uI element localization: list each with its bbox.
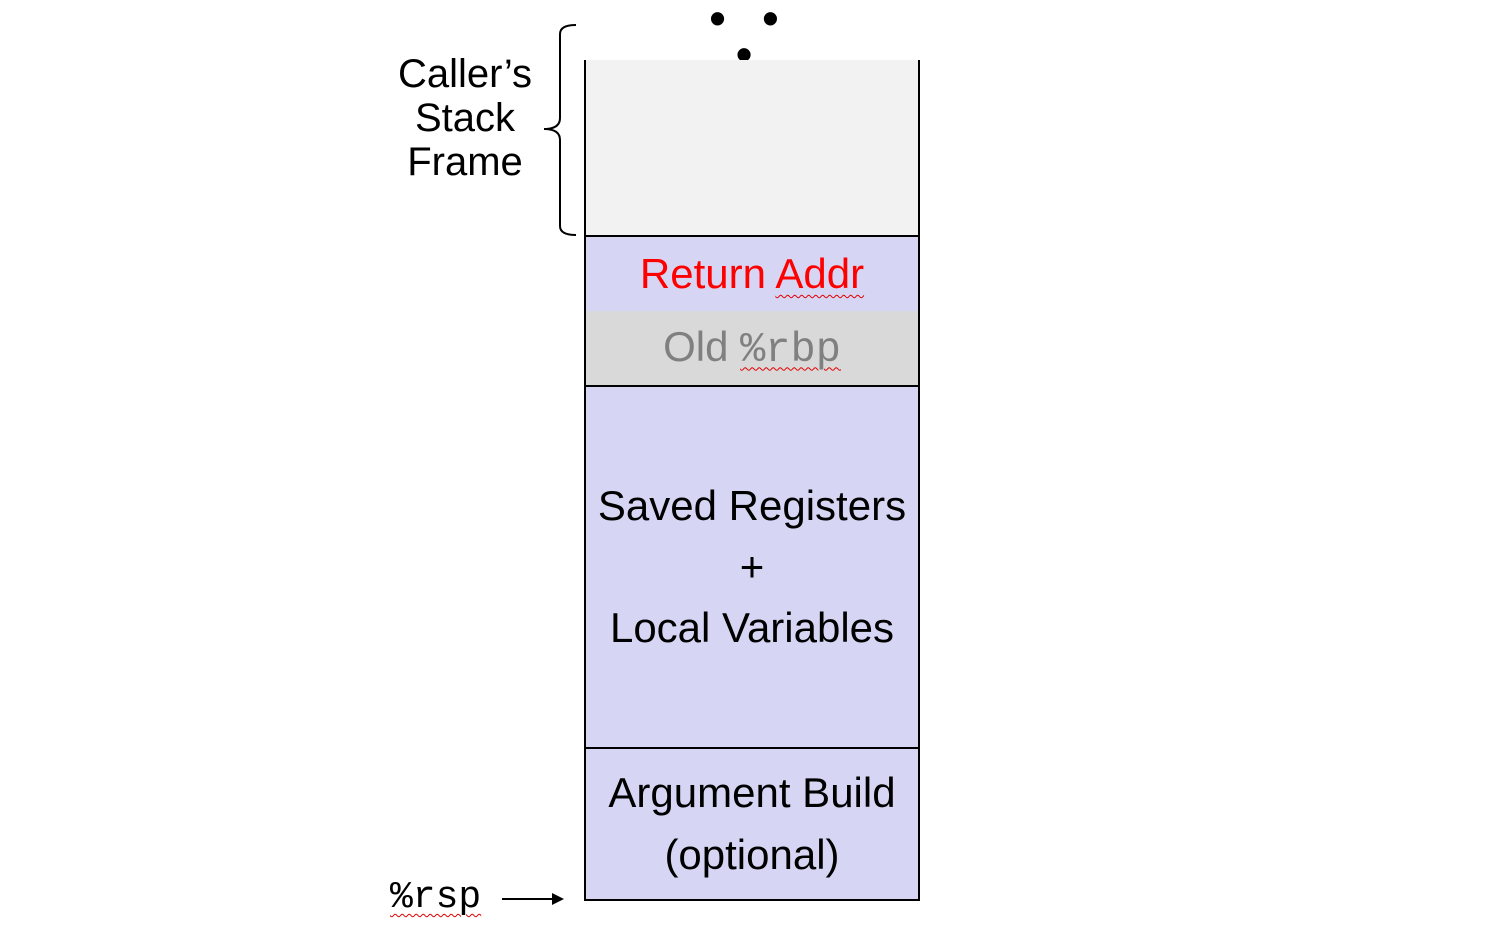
return-address-cell: Return Addr	[584, 235, 920, 313]
caller-frame-brace	[543, 24, 577, 236]
saved-registers-local-variables-cell: Saved Registers + Local Variables	[584, 387, 920, 749]
return-addr-word: Addr	[775, 250, 865, 297]
local-variables-text: Local Variables	[609, 604, 895, 651]
rsp-label: %rsp	[390, 876, 482, 919]
old-rbp-cell: Old %rbp	[584, 311, 920, 387]
caller-stack-frame	[584, 60, 920, 236]
plus-sign: +	[739, 543, 765, 590]
caller-label-line-1: Caller’s	[397, 52, 533, 96]
old-rbp-register: %rbp	[740, 325, 841, 374]
return-addr-prefix: Return	[639, 250, 776, 297]
argument-build-optional-text: (optional)	[664, 831, 840, 878]
argument-build-text: Argument Build	[608, 769, 896, 816]
argument-build-cell: Argument Build (optional)	[584, 749, 920, 901]
caller-stack-frame-label: Caller’s Stack Frame	[380, 52, 550, 184]
rsp-arrow-icon	[502, 893, 564, 905]
caller-label-line-2: Stack	[414, 96, 516, 140]
old-rbp-prefix: Old	[663, 322, 741, 370]
caller-label-line-3: Frame	[407, 140, 523, 184]
saved-registers-text: Saved Registers	[597, 482, 907, 529]
